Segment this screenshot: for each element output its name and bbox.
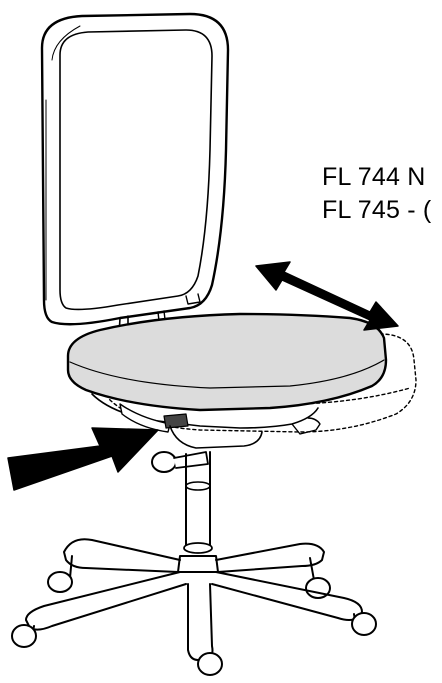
seat-cushion: [66, 312, 388, 412]
double-headed-arrow-icon: [255, 261, 399, 331]
push-arrow-icon: [7, 427, 159, 491]
model-label-line-2: FL 745 - (: [322, 196, 432, 224]
seat-mechanism: [91, 393, 321, 449]
chair-base: [11, 538, 377, 676]
gas-lift-column: [183, 451, 213, 554]
model-label-line-1: FL 744 N: [322, 163, 426, 191]
height-lever: [151, 451, 209, 473]
backrest: [40, 12, 230, 326]
